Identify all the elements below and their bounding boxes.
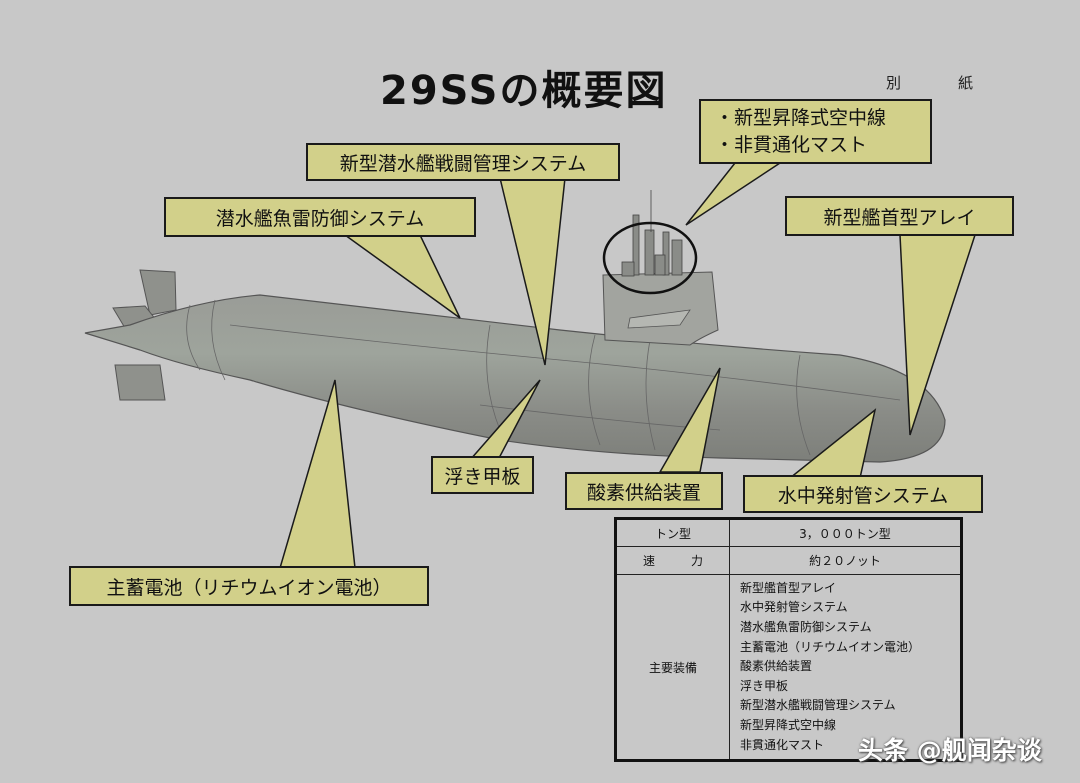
callout-launch-tube: 水中発射管システム [743, 475, 983, 513]
page-title: 29SSの概要図 [380, 68, 668, 114]
equipment-item: 主蓄電池（リチウムイオン電池） [740, 639, 921, 654]
attachment-label-1: 別 [886, 74, 902, 92]
callout-bow-array: 新型艦首型アレイ [785, 196, 1014, 236]
equipment-label: 主要装備 [615, 574, 730, 761]
equipment-list: 新型艦首型アレイ 水中発射管システム 潜水艦魚雷防御システム 主蓄電池（リチウム… [729, 574, 962, 761]
equipment-item: 潜水艦魚雷防御システム [740, 620, 872, 635]
equipment-item: 新型潜水艦戦闘管理システム [740, 698, 896, 713]
tonnage-label: トン型 [615, 518, 730, 547]
attachment-label-2: 紙 [958, 74, 974, 92]
hull [84, 294, 946, 463]
table-row: 速 力 約２０ノット [615, 546, 962, 575]
speed-value: 約２０ノット [729, 546, 962, 575]
equipment-item: 浮き甲板 [740, 678, 789, 693]
callout-torpedo-defense: 潜水艦魚雷防御システム [164, 197, 476, 237]
mast-highlight-circle [602, 221, 698, 295]
spec-table: トン型 3，０００トン型 速 力 約２０ノット 主要装備 新型艦首型アレイ 水中… [614, 517, 963, 762]
callout-mast: ・新型昇降式空中線 ・非貫通化マスト [699, 99, 932, 164]
callout-pointers [278, 162, 977, 569]
equipment-item: 水中発射管システム [740, 600, 848, 615]
table-row: 主要装備 新型艦首型アレイ 水中発射管システム 潜水艦魚雷防御システム 主蓄電池… [615, 574, 962, 761]
callout-combat-system: 新型潜水艦戦闘管理システム [306, 143, 620, 181]
callout-oxygen-supply: 酸素供給装置 [565, 472, 723, 510]
table-row: トン型 3，０００トン型 [615, 518, 962, 547]
equipment-item: 新型昇降式空中線 [740, 717, 837, 732]
equipment-item: 新型艦首型アレイ [740, 580, 837, 595]
tonnage-value: 3，０００トン型 [729, 518, 962, 547]
callout-mast-line1: ・新型昇降式空中線 [715, 106, 887, 129]
callout-buoyancy-deck: 浮き甲板 [431, 456, 534, 494]
equipment-item: 酸素供給装置 [740, 659, 813, 674]
watermark: 头条 @舰闻杂谈 [858, 736, 1042, 765]
callout-battery: 主蓄電池（リチウムイオン電池） [69, 566, 429, 606]
speed-label: 速 力 [615, 546, 730, 575]
sail [602, 271, 719, 346]
equipment-item: 非貫通化マスト [740, 737, 825, 752]
callout-mast-line2: ・非貫通化マスト [715, 133, 868, 156]
